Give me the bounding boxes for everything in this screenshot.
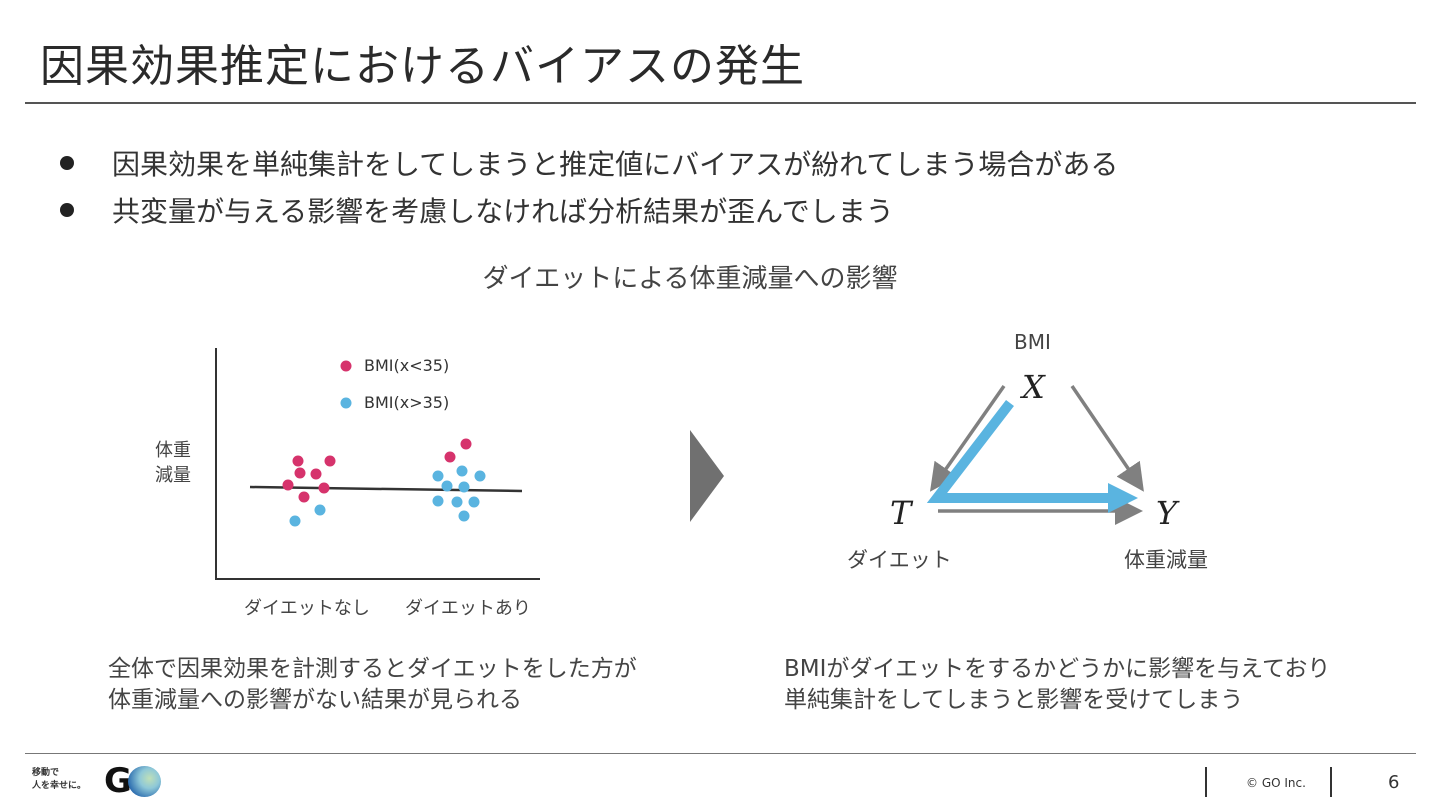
scatter-point [468, 496, 480, 508]
logo-g-letter: G [104, 761, 132, 801]
logo-tagline-line2: 人を幸せに。 [32, 781, 87, 791]
scatter-point [456, 465, 468, 477]
scatter-point [289, 515, 301, 527]
right-caption-line2: 単純集計をしてしまうと影響を受けてしまう [784, 687, 1244, 713]
scatter-point [314, 504, 326, 516]
scatter-point [458, 510, 470, 522]
legend-label-high-bmi: BMI(x>35) [364, 393, 450, 412]
bullet-text: 共変量が与える影響を考慮しなければ分析結果が歪んでしまう [112, 195, 894, 228]
legend-label-low-bmi: BMI(x<35) [364, 356, 450, 375]
y-axis-label-line2: 減量 [155, 465, 191, 486]
footer-separator [1205, 767, 1207, 797]
overall-trend-line [249, 485, 523, 493]
dag-node-label-bmi: BMI [1014, 330, 1051, 354]
y-axis-label: 体重 減量 [155, 438, 191, 488]
right-caption: BMIがダイエットをするかどうかに影響を与えており 単純集計をしてしまうと影響を… [784, 654, 1330, 716]
scatter-point [441, 480, 453, 492]
dag-node-t: T [890, 494, 912, 532]
causal-dag [926, 384, 1144, 525]
dag-node-label-diet: ダイエット [847, 548, 952, 572]
scatter-point [451, 496, 463, 508]
scatter-point [460, 438, 472, 450]
scatter-point [298, 491, 310, 503]
scatter-point [444, 451, 456, 463]
page-number: 6 [1388, 772, 1400, 793]
logo-tagline-line1: 移動で [32, 768, 60, 778]
logo-tagline: 移動で 人を幸せに。 [32, 767, 86, 793]
dag-node-x: X [1022, 368, 1045, 406]
scatter-point [292, 455, 304, 467]
scatter-point [324, 455, 336, 467]
bullet-item: 因果効果を単純集計をしてしまうと推定値にバイアスが紛れてしまう場合がある [60, 143, 1118, 183]
right-caption-line1: BMIがダイエットをするかどうかに影響を与えており [784, 656, 1331, 682]
bullet-dot-icon [60, 203, 74, 217]
copyright: © GO Inc. [1246, 776, 1306, 790]
bullet-item: 共変量が与える影響を考慮しなければ分析結果が歪んでしまう [60, 190, 894, 230]
scatter-point [282, 479, 294, 491]
company-logo: G [104, 761, 164, 801]
scatter-point [310, 468, 322, 480]
left-caption: 全体で因果効果を計測するとダイエットをした方が 体重減量への影響がない結果が見ら… [108, 654, 637, 716]
diagram-subtitle: ダイエットによる体重減量への影響 [482, 264, 898, 294]
left-caption-line2: 体重減量への影響がない結果が見られる [108, 687, 522, 713]
scatter-point [294, 467, 306, 479]
bullet-dot-icon [60, 156, 74, 170]
bullet-text: 因果効果を単純集計をしてしまうと推定値にバイアスが紛れてしまう場合がある [112, 148, 1119, 181]
y-axis-label-line1: 体重 [155, 440, 191, 461]
dag-node-y: Y [1156, 494, 1178, 532]
scatter-point [458, 481, 470, 493]
backdoor-path-highlight [926, 399, 1138, 513]
footer-divider [25, 753, 1416, 754]
scatter-point [432, 470, 444, 482]
x-category-diet: ダイエットあり [405, 598, 531, 619]
legend-dot-high-bmi [340, 397, 352, 409]
scatter-point [474, 470, 486, 482]
legend-dot-low-bmi [340, 360, 352, 372]
scatter-point [432, 495, 444, 507]
next-arrow-icon [690, 430, 724, 522]
arrow-x-to-y [1070, 385, 1144, 492]
scatter-points [282, 438, 486, 527]
title-divider [25, 102, 1416, 104]
page-title: 因果効果推定におけるバイアスの発生 [40, 41, 805, 92]
left-caption-line1: 全体で因果効果を計測するとダイエットをした方が [108, 656, 637, 682]
scatter-plot [215, 348, 540, 580]
dag-node-label-weight-loss: 体重減量 [1124, 548, 1208, 572]
x-category-no-diet: ダイエットなし [244, 598, 370, 619]
logo-globe-icon [128, 766, 161, 797]
arrow-x-to-t [929, 384, 1006, 492]
footer-separator [1330, 767, 1332, 797]
scatter-point [318, 482, 330, 494]
